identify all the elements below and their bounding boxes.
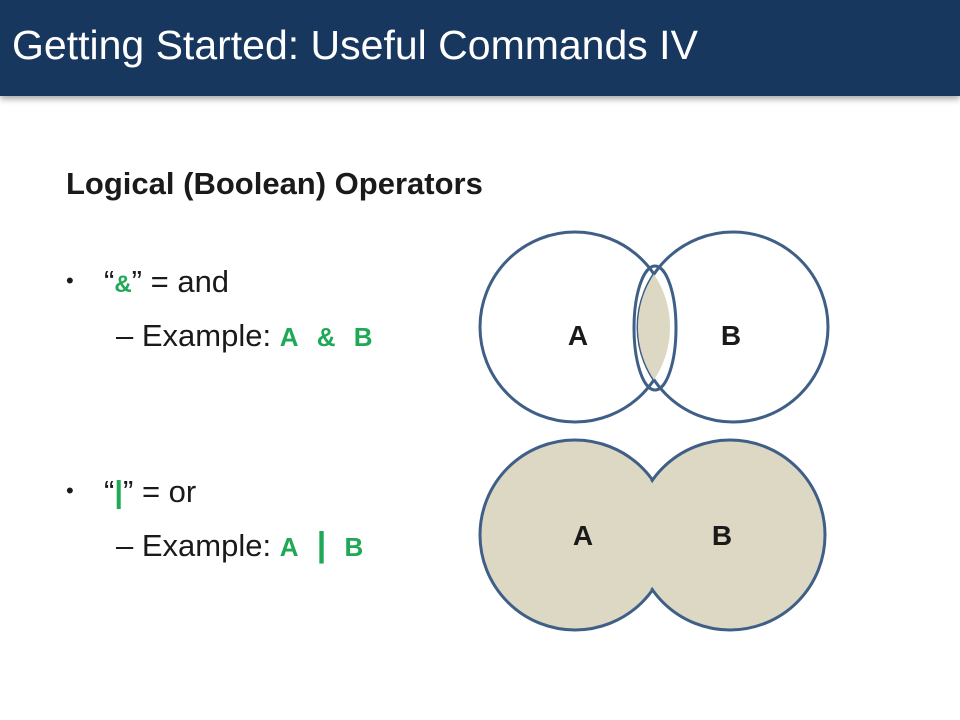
venn-or: A B bbox=[478, 438, 827, 632]
example-op: & bbox=[316, 322, 337, 352]
venn-diagrams: A B A B bbox=[478, 230, 830, 632]
example-b: B bbox=[344, 532, 365, 562]
sub-dash: – bbox=[116, 528, 134, 563]
example-label: Example: bbox=[141, 528, 280, 563]
venn-or-label-a: A bbox=[573, 520, 593, 551]
example-b: B bbox=[353, 322, 374, 352]
venn-or-label-b: B bbox=[712, 520, 732, 551]
bullet-and: • “&” = and bbox=[66, 264, 229, 300]
union-fill-a bbox=[482, 442, 668, 628]
example-and: – Example: A & B bbox=[116, 318, 374, 354]
example-or: – Example: A | B bbox=[116, 526, 364, 565]
union-fill-b bbox=[637, 442, 823, 628]
bullet-or: • “|” = or bbox=[66, 474, 196, 510]
open-quote: “ bbox=[104, 474, 115, 509]
example-a: A bbox=[279, 532, 300, 562]
venn-and: A B bbox=[478, 230, 830, 424]
close-quote: ” bbox=[131, 264, 142, 299]
slide-title: Getting Started: Useful Commands IV bbox=[12, 22, 698, 68]
and-meaning: = and bbox=[142, 264, 230, 299]
and-symbol: & bbox=[114, 271, 132, 298]
or-symbol: | bbox=[114, 474, 124, 509]
close-quote: ” bbox=[123, 474, 134, 509]
bullet-dot: • bbox=[66, 478, 74, 503]
example-a: A bbox=[279, 322, 300, 352]
venn-and-label-b: B bbox=[721, 320, 741, 351]
example-label: Example: bbox=[141, 318, 280, 353]
sub-dash: – bbox=[116, 318, 134, 353]
venn-and-label-a: A bbox=[568, 320, 588, 351]
title-bar: Getting Started: Useful Commands IV bbox=[0, 0, 960, 96]
intersection-outline bbox=[632, 264, 678, 392]
open-quote: “ bbox=[104, 264, 115, 299]
example-op: | bbox=[316, 526, 328, 564]
section-heading: Logical (Boolean) Operators bbox=[66, 166, 483, 201]
bullet-dot: • bbox=[66, 268, 74, 293]
or-meaning: = or bbox=[133, 474, 197, 509]
